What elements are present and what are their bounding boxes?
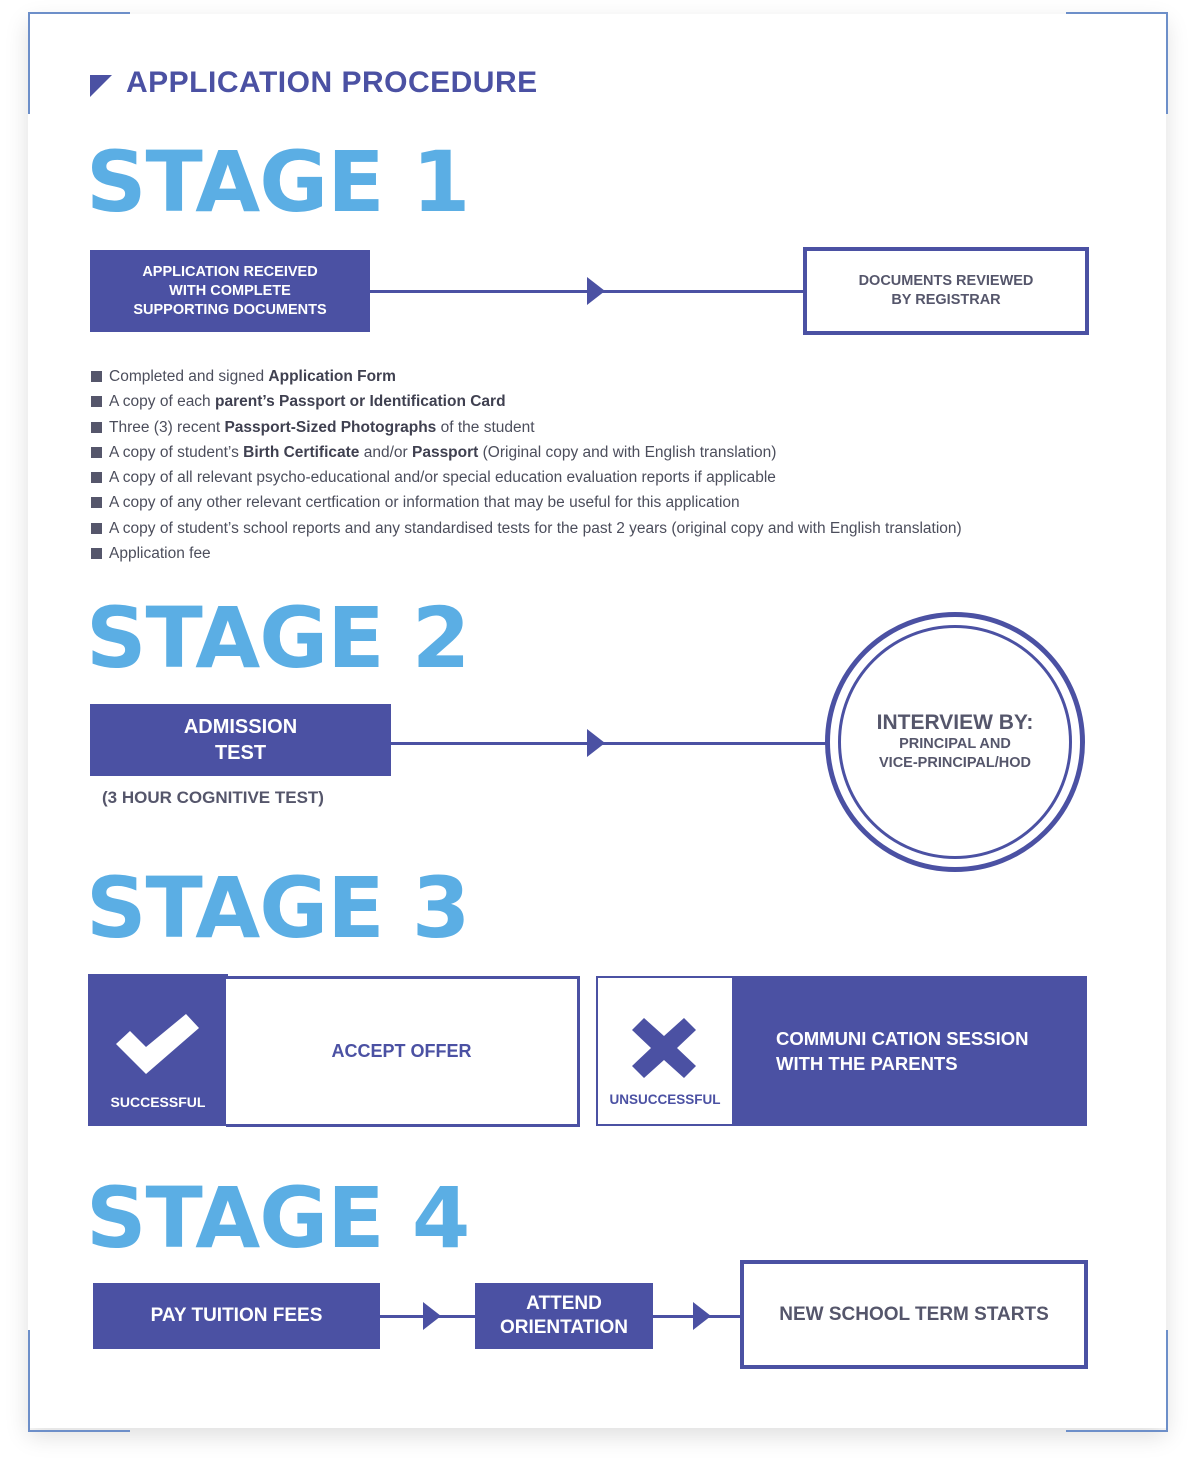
bullet-square-icon (91, 497, 102, 509)
box-line: WITH THE PARENTS (776, 1053, 958, 1074)
bullet-square-icon (91, 522, 102, 534)
box-line: SUPPORTING DOCUMENTS (133, 301, 327, 318)
list-item: Application fee (90, 541, 962, 566)
interview-circle: INTERVIEW BY: PRINCIPAL AND VICE-PRINCIP… (825, 612, 1085, 872)
stage-4-heading: STAGE 4 (86, 1169, 470, 1267)
bullet-square-icon (91, 421, 102, 433)
list-item: A copy of any other relevant certficatio… (90, 490, 962, 515)
stage-3-heading: STAGE 3 (86, 859, 470, 957)
new-term-box: NEW SCHOOL TERM STARTS (740, 1260, 1088, 1369)
corner-bracket-top-left (28, 12, 130, 114)
stage-1-heading: STAGE 1 (86, 133, 470, 231)
box-line: WITH COMPLETE (169, 282, 291, 299)
interview-circle-inner: INTERVIEW BY: PRINCIPAL AND VICE-PRINCIP… (838, 625, 1072, 859)
box-line: APPLICATION RECEIVED (142, 263, 318, 280)
bullet-square-icon (91, 446, 102, 458)
checkmark-icon (116, 1014, 199, 1074)
box-line: ADMISSION (183, 716, 298, 738)
requirements-list: Completed and signed Application Form A … (90, 364, 962, 566)
unsuccessful-label: UNSUCCESSFUL (609, 1092, 721, 1107)
corner-bracket-top-right (1066, 12, 1168, 114)
accept-offer-box: ACCEPT OFFER (226, 976, 580, 1127)
admission-test-box: ADMISSION TEST (90, 704, 391, 776)
interview-line: PRINCIPAL AND (899, 736, 1011, 752)
interview-line: VICE-PRINCIPAL/HOD (879, 755, 1031, 771)
box-line: DOCUMENTS REVIEWED (858, 273, 1034, 289)
box-line: ORIENTATION (499, 1317, 629, 1338)
communication-session-box: COMMUNI CATION SESSION WITH THE PARENTS (734, 976, 1087, 1126)
bullet-square-icon (91, 396, 102, 408)
successful-label: SUCCESSFUL (110, 1094, 206, 1110)
box-line: COMMUNI CATION SESSION (776, 1028, 1029, 1049)
interview-title: INTERVIEW BY: (876, 711, 1034, 734)
page-title: APPLICATION PROCEDURE (126, 66, 538, 99)
corner-bracket-bottom-right (1066, 1330, 1168, 1432)
arrow-right-icon (587, 729, 605, 757)
application-received-box: APPLICATION RECEIVED WITH COMPLETE SUPPO… (90, 250, 370, 332)
attend-orientation-box: ATTEND ORIENTATION (475, 1283, 653, 1349)
arrow-right-icon (693, 1302, 711, 1330)
arrow-right-icon (587, 277, 605, 305)
list-item: A copy of student’s school reports and a… (90, 516, 962, 541)
box-line: BY REGISTRAR (891, 292, 1001, 308)
bullet-square-icon (91, 371, 102, 382)
pay-tuition-box: PAY TUITION FEES (93, 1283, 380, 1349)
admission-test-note: (3 HOUR COGNITIVE TEST) (102, 788, 324, 807)
corner-bracket-bottom-left (28, 1330, 130, 1432)
list-item: A copy of all relevant psycho-educationa… (90, 465, 962, 490)
box-line: ATTEND (526, 1293, 602, 1314)
cross-icon (632, 1018, 696, 1078)
documents-reviewed-box: DOCUMENTS REVIEWED BY REGISTRAR (803, 247, 1089, 335)
bullet-square-icon (91, 472, 102, 484)
list-item: A copy of student’s Birth Certificate an… (90, 440, 962, 465)
bullet-square-icon (91, 548, 102, 560)
box-line: TEST (214, 742, 267, 764)
list-item: Three (3) recent Passport-Sized Photogra… (90, 415, 962, 440)
connector-line (391, 742, 827, 745)
stage-2-heading: STAGE 2 (86, 589, 470, 687)
list-item: Completed and signed Application Form (90, 364, 962, 389)
list-item: A copy of each parent’s Passport or Iden… (90, 389, 962, 414)
header-triangle-icon (90, 75, 112, 97)
arrow-right-icon (423, 1302, 441, 1330)
